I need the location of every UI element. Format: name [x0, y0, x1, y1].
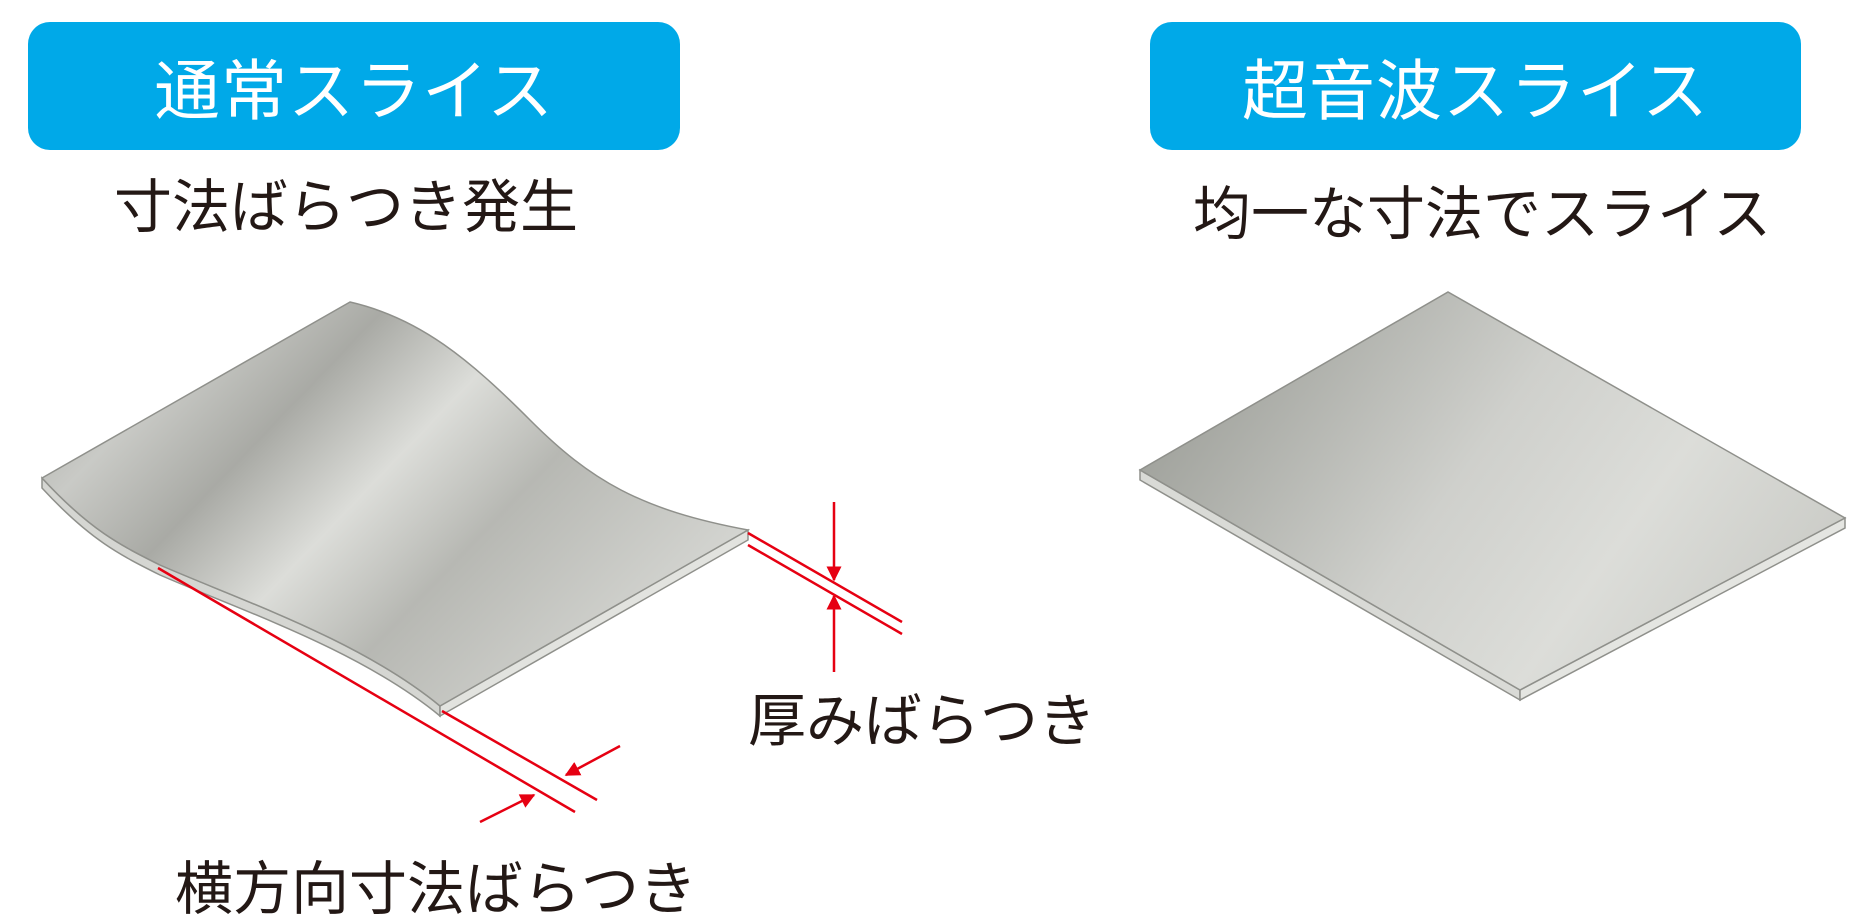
normal-slice-label: 通常スライス — [28, 22, 680, 150]
width-dimension-lines — [157, 566, 621, 824]
dimension-variation-caption: 寸法ばらつき発生 — [114, 173, 579, 241]
thickness-line-lower — [747, 543, 903, 636]
wavy-sheet — [40, 301, 751, 718]
normal-slice-title: 通常スライス — [153, 53, 555, 130]
flat-sheet — [1138, 291, 1847, 702]
width-arrow-lower — [479, 793, 536, 824]
uniform-dimension-caption: 均一な寸法でスライス — [1193, 180, 1772, 248]
width-variation-label: 横方向寸法ばらつき — [175, 855, 698, 920]
width-arrow-upper — [564, 744, 621, 777]
thickness-variation-label: 厚みばらつき — [748, 687, 1097, 755]
width-line-outer — [157, 566, 576, 814]
flat-sheet-surface — [1138, 291, 1847, 691]
ultrasonic-slice-label: 超音波スライス — [1150, 22, 1801, 150]
ultrasonic-slice-title: 超音波スライス — [1241, 53, 1710, 130]
thickness-line-upper — [747, 531, 903, 624]
thickness-dimension-lines — [747, 502, 903, 672]
width-line-inner — [441, 709, 598, 802]
wavy-sheet-surface — [40, 301, 751, 707]
